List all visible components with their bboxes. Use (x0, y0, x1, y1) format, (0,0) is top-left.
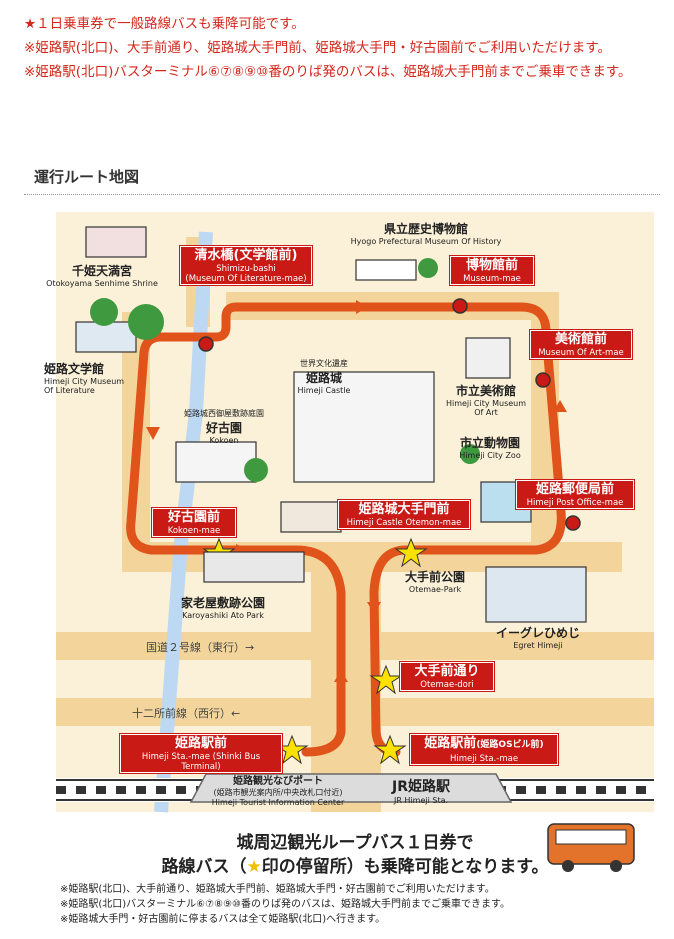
place-tourist-info: 姫路観光なびポート (姫路市観光案内所/中央改札口付近) Himeji Tour… (211, 776, 345, 807)
stop-label-post-office: 姫路郵便局前 Himeji Post Office-mae (516, 480, 634, 509)
place-castle: 世界文化遺産 姫路城 Himeji Castle (297, 359, 351, 395)
stop-label-kokoen: 好古園前 Kokoen-mae (152, 508, 236, 537)
place-kokoen: 姫路城西御屋敷跡庭園 好古園 Kokoen (184, 409, 264, 445)
landmark-illustrations (75, 226, 587, 623)
footer-headline-2: 路線バス（★印の停留所）も乗降可能となります。 (161, 857, 549, 877)
notice-line: ★１日乗車券で一般路線バスも乗降可能です。 (24, 16, 305, 32)
station-platform (189, 773, 513, 803)
bus-icon (547, 823, 635, 872)
place-otemae-park: 大手前公園 Otemae-Park (404, 570, 465, 594)
place-art-museum: 市立美術館 Himeji City Museum Of Art (445, 384, 527, 417)
road-label-route2: 国道２号線（東行）→ (146, 641, 255, 654)
road-label-jyunisho: 十二所前線（西行）← (132, 707, 241, 720)
stop-label-art-museum: 美術館前 Museum Of Art-mae (530, 330, 632, 359)
stop-markers (198, 298, 581, 531)
stop-label-shimizu: 清水橋(文学館前) Shimizu-bashi (Museum Of Liter… (180, 246, 312, 285)
notice-line: ※姫路駅(北口)、大手前通り、姫路城大手門前、姫路城大手門・好古園前でご利用いた… (24, 40, 611, 56)
route-map: 清水橋(文学館前) Shimizu-bashi (Museum Of Liter… (44, 212, 654, 925)
star-icon: ★ (246, 857, 262, 877)
road-otemae (311, 542, 381, 812)
stop-label-station-west: 姫路駅前 Himeji Sta.-mae (Shinki Bus Termina… (120, 734, 282, 773)
footer-notes: ※姫路駅(北口)、大手前通り、姫路城大手門前、姫路城大手門・好古園前でご利用いた… (60, 884, 511, 925)
place-literature-museum: 姫路文学館 Himeji City Museum Of Literature (44, 362, 125, 395)
stop-label-otemon: 姫路城大手門前 Himeji Castle Otemon-mae (338, 500, 470, 529)
footer-headline: 城周辺観光ループバス１日券で (236, 833, 474, 853)
place-zoo: 市立動物園 Himeji City Zoo (459, 436, 521, 460)
notice-line: ※姫路駅(北口)バスターミナル⑥⑦⑧⑨⑩番のりば発のバスは、姫路城大手門前までご… (24, 64, 632, 80)
section-title: 運行ルート地図 (34, 168, 140, 186)
place-shrine: 千姫天満宮 Otokoyama Senhime Shrine (46, 264, 158, 288)
place-jr-station: JR姫路駅 JR Himeji Sta. (392, 779, 450, 805)
place-karoyashiki: 家老屋敷跡公園 Karoyashiki Ato Park (180, 596, 265, 620)
stop-label-station-east: 姫路駅前(姫路OSビル前) Himeji Sta.-mae (410, 734, 558, 765)
place-history-museum: 県立歴史博物館 Hyogo Prefectural Museum Of Hist… (350, 222, 502, 246)
divider (24, 194, 660, 195)
trees (90, 258, 480, 482)
stop-label-museum: 博物館前 Museum-mae (450, 256, 534, 285)
stop-label-otemae-dori: 大手前通り Otemae-dori (400, 662, 494, 691)
route-map-graphic (56, 212, 654, 872)
notice-block: ★１日乗車券で一般路線バスも乗降可能です。 ※姫路駅(北口)、大手前通り、姫路城… (24, 12, 654, 84)
place-egret: イーグレひめじ Egret Himeji (495, 626, 580, 650)
